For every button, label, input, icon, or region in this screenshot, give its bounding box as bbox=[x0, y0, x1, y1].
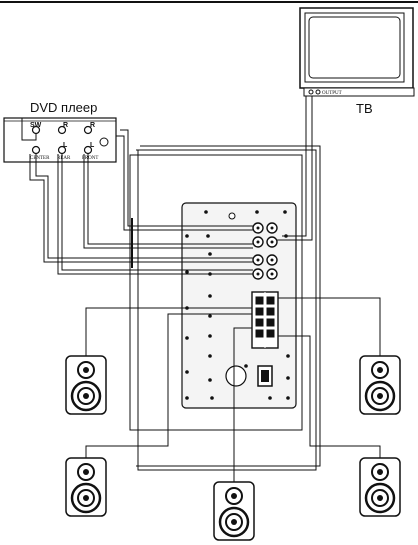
tv-output-jack-2 bbox=[315, 89, 321, 95]
power-cord-hole bbox=[225, 365, 247, 387]
panel-hole-top bbox=[228, 212, 236, 220]
speaker-terminals bbox=[255, 296, 275, 338]
dvd-rear-l-jack bbox=[57, 145, 67, 155]
tv-output-label: OUTPUT bbox=[322, 91, 342, 96]
tv-output-jack bbox=[308, 89, 314, 95]
speaker-rear-left bbox=[65, 457, 107, 517]
dvd-player: DVD плеер SW CENTER R L REAR R L FRONT bbox=[3, 100, 117, 163]
dvd-sw-label: SW bbox=[30, 122, 42, 129]
dvd-aux-hole bbox=[99, 137, 109, 147]
power-switch-rocker bbox=[261, 370, 269, 382]
dvd-front-label: FRONT bbox=[82, 156, 98, 161]
wiring bbox=[21, 96, 381, 482]
dvd-rear-r-label: R bbox=[63, 122, 68, 129]
dvd-front-l-jack bbox=[83, 145, 93, 155]
tv-screen bbox=[308, 16, 401, 79]
tv-label: TB bbox=[356, 101, 373, 116]
dvd-front-l-label: L bbox=[90, 142, 95, 149]
speaker-front-right bbox=[359, 355, 401, 415]
dvd-center-label: CENTER bbox=[30, 156, 50, 161]
dvd-front-r-jack bbox=[83, 125, 93, 135]
speaker-rear-right bbox=[359, 457, 401, 517]
tv-set: OUTPUT TB bbox=[299, 7, 415, 116]
rca-centers bbox=[256, 226, 274, 276]
speaker-front-left bbox=[65, 355, 107, 415]
dvd-center-jack bbox=[31, 145, 41, 155]
tv-base bbox=[303, 87, 415, 97]
dvd-rear-r-jack bbox=[57, 125, 67, 135]
dvd-player-label: DVD плеер bbox=[30, 100, 97, 115]
dvd-rear-label: REAR bbox=[57, 156, 71, 161]
subwoofer bbox=[129, 154, 303, 431]
speaker-center bbox=[213, 481, 255, 541]
dvd-front-r-label: R bbox=[90, 122, 95, 129]
subwoofer-cabinet-outline bbox=[129, 154, 303, 431]
dvd-rear-l-label: L bbox=[63, 142, 68, 149]
rca-inputs bbox=[252, 222, 278, 280]
